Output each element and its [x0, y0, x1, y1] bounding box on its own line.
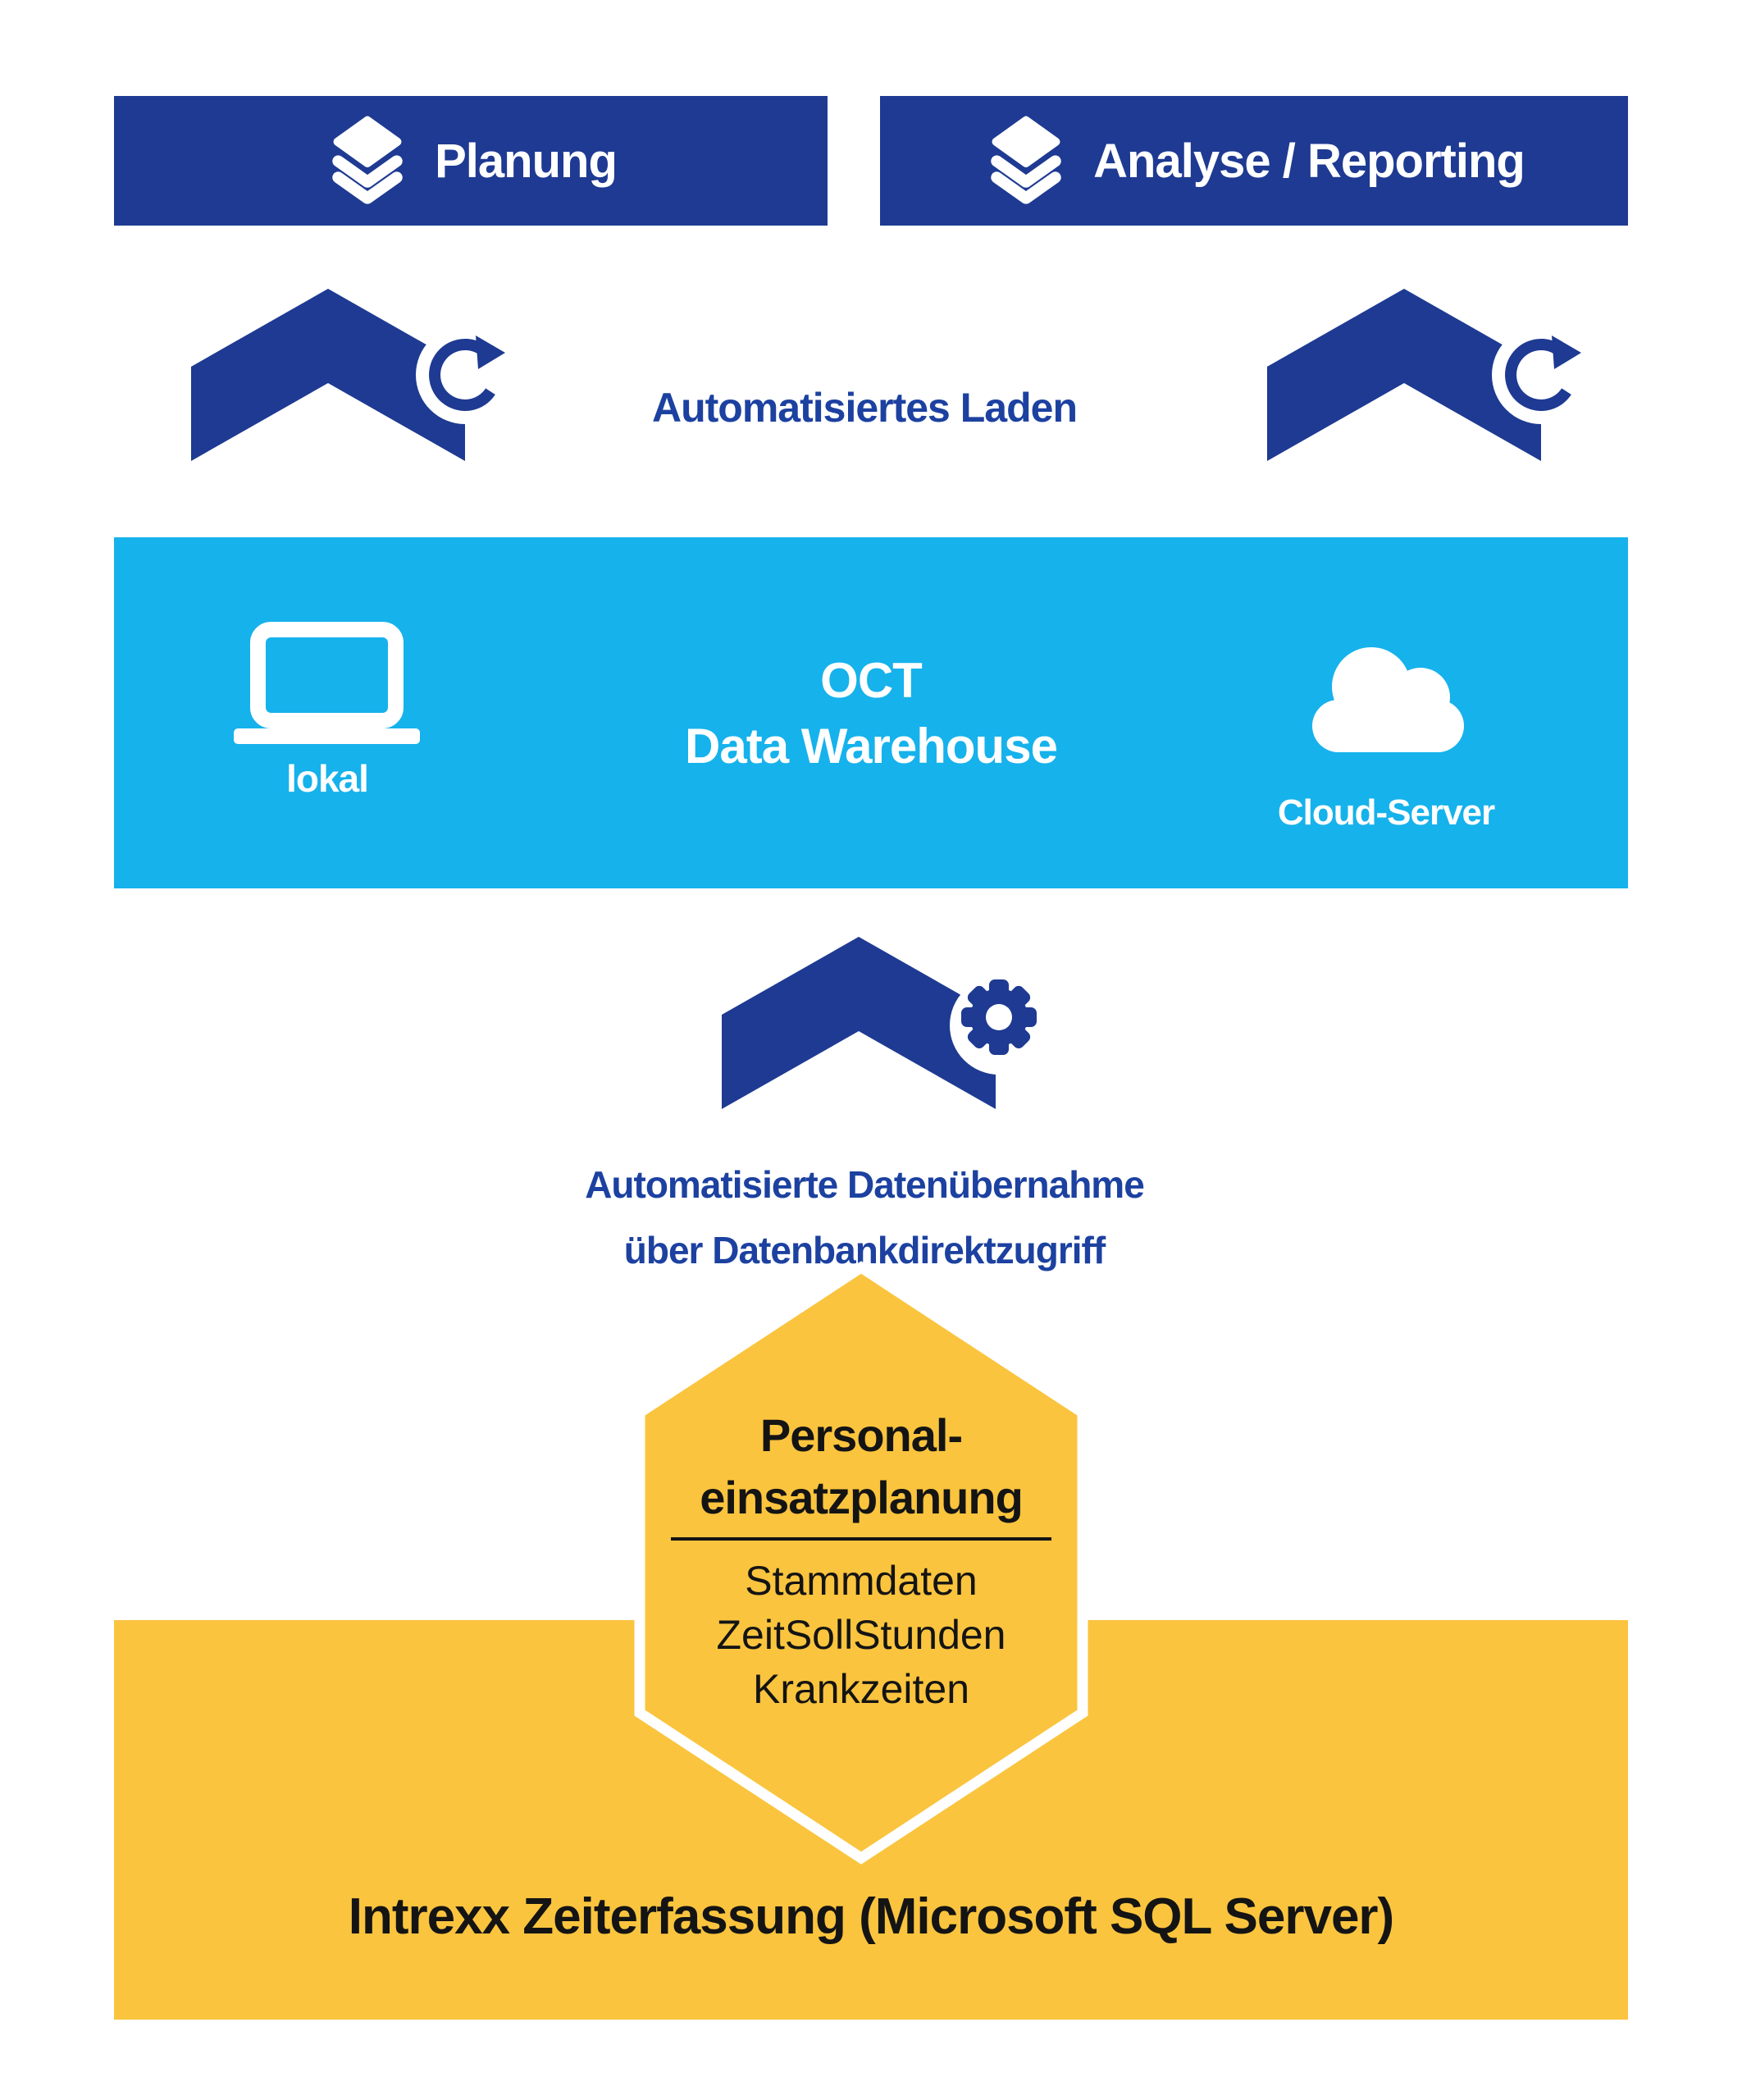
laptop-icon: [234, 622, 420, 744]
hexagon-shape: [634, 1261, 1088, 1865]
hexagon-title-line1: Personal-: [759, 1409, 963, 1461]
hexagon-title-underline: [671, 1537, 1051, 1541]
hexagon-item: Stammdaten: [745, 1558, 978, 1604]
warehouse-title-line1: OCT: [820, 653, 923, 708]
transfer-label-line1: Automatisierte Datenübernahme: [585, 1163, 1145, 1206]
sync-arrowhead: [476, 336, 505, 369]
source-system-label: Intrexx Zeiterfassung (Microsoft SQL Ser…: [348, 1888, 1394, 1945]
hexagon-item: Krankzeiten: [752, 1666, 970, 1712]
upload-chevron-sync-icon: [1267, 289, 1590, 461]
sync-arrowhead: [1552, 336, 1581, 369]
analyse-reporting-box: Analyse / Reporting: [880, 96, 1628, 226]
upload-chevron-gear-icon: [722, 937, 1048, 1109]
local-label: lokal: [286, 757, 369, 800]
warehouse-title-line2: Data Warehouse: [685, 719, 1058, 774]
layers-icon: [991, 116, 1061, 204]
planung-label: Planung: [435, 134, 618, 188]
automated-load-label: Automatisiertes Laden: [651, 385, 1078, 431]
hexagon-title-line2: einsatzplanung: [700, 1472, 1024, 1523]
cloud-server-label: Cloud-Server: [1277, 792, 1495, 833]
warehouse-title: OCT Data Warehouse: [114, 648, 1628, 779]
upload-chevron-sync-icon: [191, 289, 514, 461]
hexagon-content: Personal- einsatzplanung Stammdaten Zeit…: [632, 1404, 1091, 1716]
planung-box: Planung: [114, 96, 828, 226]
gear-icon: [961, 979, 1037, 1055]
cloud-icon: [1312, 647, 1464, 752]
analyse-reporting-label: Analyse / Reporting: [1093, 134, 1525, 188]
layers-icon: [332, 116, 403, 204]
hexagon-item: ZeitSollStunden: [716, 1612, 1006, 1658]
